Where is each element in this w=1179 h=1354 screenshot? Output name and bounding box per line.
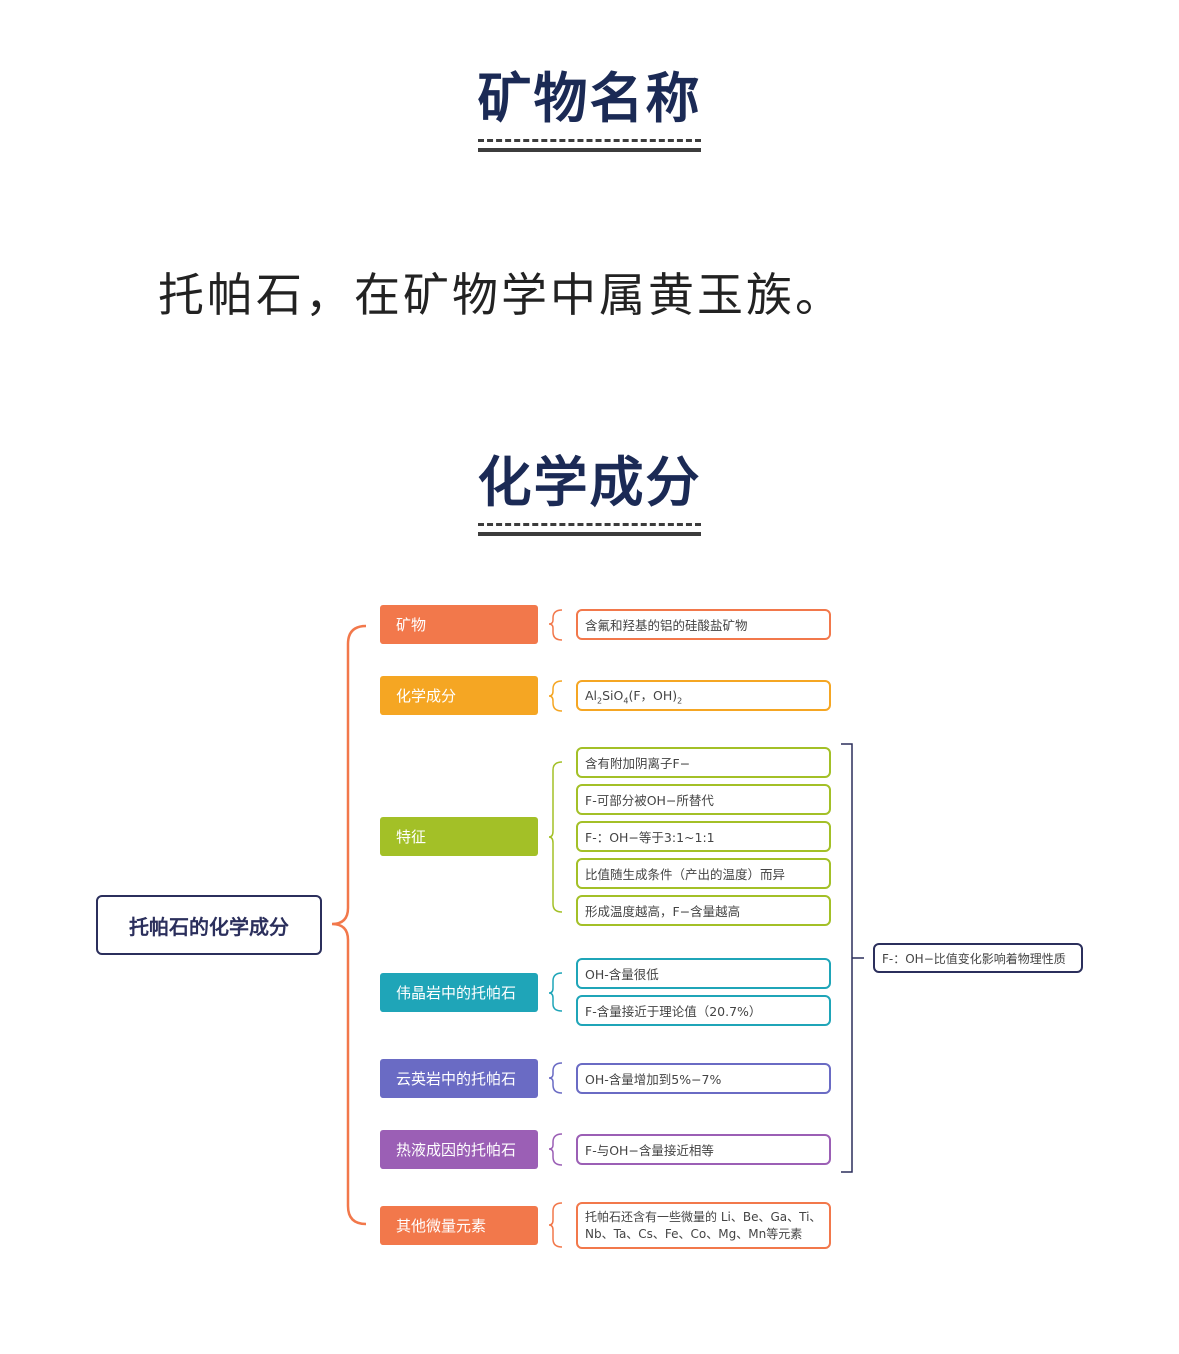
bracket-formula <box>548 680 563 712</box>
root-bracket <box>331 624 367 1226</box>
chemical-formula: Al2SiO4(F，OH)2 <box>585 688 683 706</box>
category-greisen-topaz: 云英岩中的托帕石 <box>380 1059 538 1098</box>
leaf-trace-elements: 托帕石还含有一些微量的 Li、Be、Ga、Ti、 Nb、Ta、Cs、Fe、Co、… <box>576 1202 831 1249</box>
leaf-feature-4: 比值随生成条件（产出的温度）而异 <box>576 858 831 889</box>
category-hydrothermal-topaz: 热液成因的托帕石 <box>380 1130 538 1169</box>
leaf-feature-1: 含有附加阴离子F− <box>576 747 831 778</box>
bracket-features <box>548 761 563 913</box>
summary-bracket <box>841 743 864 1173</box>
bracket-greisen <box>548 1062 563 1094</box>
bracket-mineral <box>548 609 563 641</box>
bracket-pegmatite <box>548 972 563 1012</box>
heading-underline <box>478 523 701 536</box>
leaf-hydrothermal: F-与OH−含量接近相等 <box>576 1134 831 1165</box>
leaf-feature-5: 形成温度越高，F−含量越高 <box>576 895 831 926</box>
category-trace-elements: 其他微量元素 <box>380 1206 538 1245</box>
mineral-name-heading: 矿物名称 <box>477 67 702 130</box>
leaf-feature-3: F-：OH−等于3:1~1:1 <box>576 821 831 852</box>
summary-node: F-：OH−比值变化影响着物理性质 <box>873 943 1083 973</box>
bracket-hydrothermal <box>548 1133 563 1166</box>
leaf-pegmatite-1: OH-含量很低 <box>576 958 831 989</box>
category-mineral: 矿物 <box>380 605 538 644</box>
bracket-trace-elements <box>548 1202 563 1248</box>
leaf-mineral: 含氟和羟基的铝的硅酸盐矿物 <box>576 609 831 640</box>
leaf-greisen: OH-含量增加到5%−7% <box>576 1063 831 1094</box>
intro-text: 托帕石，在矿物学中属黄玉族。 <box>158 268 844 322</box>
leaf-formula: Al2SiO4(F，OH)2 <box>576 680 831 711</box>
category-chemical-composition: 化学成分 <box>380 676 538 715</box>
leaf-feature-2: F-可部分被OH−所替代 <box>576 784 831 815</box>
chemical-composition-heading: 化学成分 <box>477 451 702 514</box>
leaf-pegmatite-2: F-含量接近于理论值（20.7%） <box>576 995 831 1026</box>
root-node: 托帕石的化学成分 <box>96 895 322 955</box>
category-features: 特征 <box>380 817 538 856</box>
category-pegmatite-topaz: 伟晶岩中的托帕石 <box>380 973 538 1012</box>
heading-underline <box>478 139 701 152</box>
